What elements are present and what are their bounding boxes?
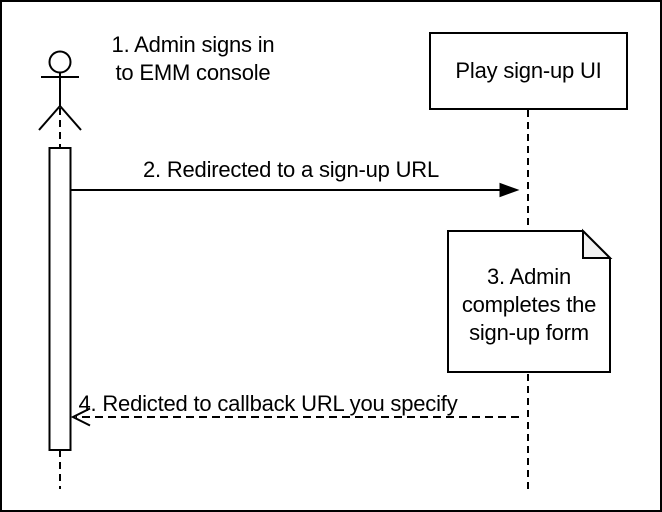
actor-activation-bar [48, 147, 72, 451]
participant-box: Play sign-up UI [429, 32, 628, 110]
message-callback-label: 4. Redicted to callback URL you specify [78, 391, 458, 416]
note-shape [447, 228, 613, 373]
open-arrowhead-icon [70, 407, 91, 427]
participant-label: Play sign-up UI [455, 58, 602, 83]
actor-head [48, 50, 72, 74]
message-callback-arrow [70, 407, 519, 427]
actor-icon [38, 50, 82, 131]
note-body [447, 230, 611, 373]
note-text: 3. Admin completes the sign-up form [461, 264, 597, 345]
note-fold-icon [582, 228, 613, 259]
actor-leg-right [59, 105, 82, 131]
actor-caption: 1. Admin signs in to EMM console [111, 32, 275, 85]
message-redirect-label: 2. Redirected to a sign-up URL [142, 157, 440, 182]
message-redirect-arrow [70, 182, 520, 198]
filled-arrowhead-icon [499, 182, 520, 198]
actor-leg-left [38, 105, 61, 131]
